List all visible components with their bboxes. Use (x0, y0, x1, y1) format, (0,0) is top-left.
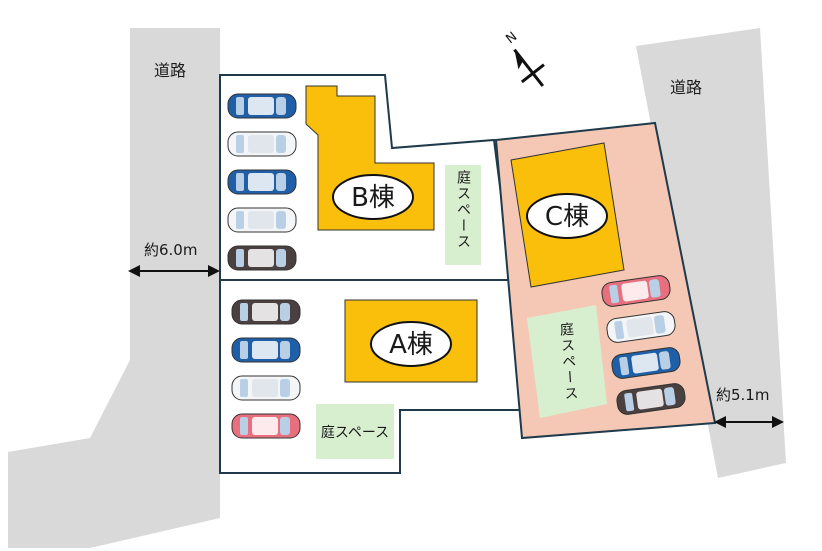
right-road-label: 道路 (670, 78, 702, 97)
left-road (8, 28, 220, 548)
building-a-label: A棟 (389, 330, 433, 360)
compass-north-letter: N (503, 29, 520, 47)
garden-a (316, 404, 394, 459)
parking-c (601, 275, 686, 415)
car-blue-icon (231, 337, 301, 363)
car-white-icon (606, 311, 676, 343)
left-road-width-arrow (128, 265, 220, 277)
building-c-label-bg (526, 193, 608, 239)
car-pink-icon (231, 413, 301, 439)
right-road-width-label: 約5.1m (716, 386, 769, 404)
car-white-icon (231, 375, 301, 401)
car-blue-icon (227, 93, 297, 119)
building-c-label: C棟 (545, 202, 589, 232)
garden-c (527, 305, 607, 418)
left-road-label: 道路 (154, 61, 186, 80)
car-white-icon (227, 131, 297, 157)
car-blue-icon (227, 169, 297, 195)
garden-a-label: 庭スペース (321, 424, 389, 441)
car-white-icon (227, 207, 297, 233)
building-a-label-bg (370, 321, 452, 367)
car-dark-icon (227, 245, 297, 271)
garden-b (445, 165, 481, 265)
parking-b (227, 93, 297, 271)
garden-b-label: 庭スペース (455, 169, 471, 250)
car-dark-icon (231, 299, 301, 325)
car-blue-icon (611, 347, 681, 379)
car-dark-icon (616, 383, 686, 415)
right-road (636, 28, 786, 478)
building-b-label-bg (332, 174, 414, 220)
compass-icon (513, 48, 545, 87)
right-road-width-arrow (714, 416, 784, 428)
garden-c-label: 庭スペース (557, 321, 579, 403)
left-road-width-label: 約6.0m (144, 241, 197, 259)
car-pink-icon (601, 275, 671, 307)
building-b-label: B棟 (351, 183, 395, 213)
parking-a (231, 299, 301, 439)
